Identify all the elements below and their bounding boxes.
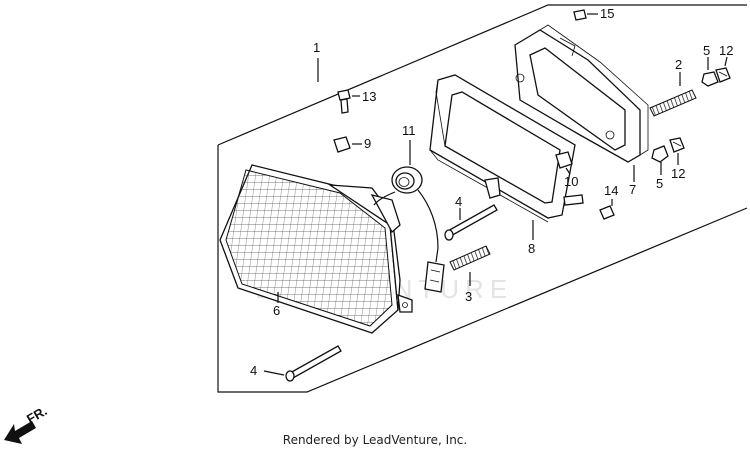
footer-credit: Rendered by LeadVenture, Inc. [282, 433, 468, 447]
front-direction-label: FR. [24, 403, 50, 426]
screw-14 [599, 199, 615, 220]
bulb-socket [373, 166, 445, 293]
callout-13: 13 [362, 89, 376, 104]
mounting-case [514, 24, 649, 163]
callout-6: 6 [273, 303, 280, 318]
callout-8: 8 [528, 241, 535, 256]
headlight-unit [219, 164, 413, 334]
nut-9 [333, 136, 362, 153]
screw-15 [573, 9, 598, 21]
spring-3 [449, 245, 491, 286]
callout-10: 10 [564, 174, 578, 189]
spring-2 [649, 72, 697, 117]
cap-12-upper [715, 56, 731, 83]
adjusting-screw-4-lower [263, 345, 342, 382]
callout-12-upper: 12 [719, 43, 733, 58]
callout-11: 11 [402, 123, 416, 138]
callout-9: 9 [364, 136, 371, 151]
cap-12-lower [669, 137, 685, 165]
nut-5-lower [651, 145, 669, 175]
nut-10 [555, 151, 573, 175]
callout-4-upper: 4 [455, 194, 462, 209]
callout-7: 7 [629, 182, 636, 197]
callout-2: 2 [675, 57, 682, 72]
callout-15: 15 [600, 6, 614, 21]
headlight-rim [429, 74, 584, 223]
adjusting-screw-4-upper [444, 204, 498, 241]
callout-12-lower: 12 [671, 166, 685, 181]
callout-5-upper: 5 [703, 43, 710, 58]
callout-14: 14 [604, 183, 618, 198]
callout-1: 1 [313, 40, 320, 55]
assembly-boundary [217, 4, 748, 393]
callout-5-lower: 5 [656, 176, 663, 191]
nut-5-upper [701, 57, 719, 87]
bolt-13 [337, 89, 360, 114]
callout-4-lower: 4 [250, 363, 257, 378]
callout-3: 3 [465, 289, 472, 304]
